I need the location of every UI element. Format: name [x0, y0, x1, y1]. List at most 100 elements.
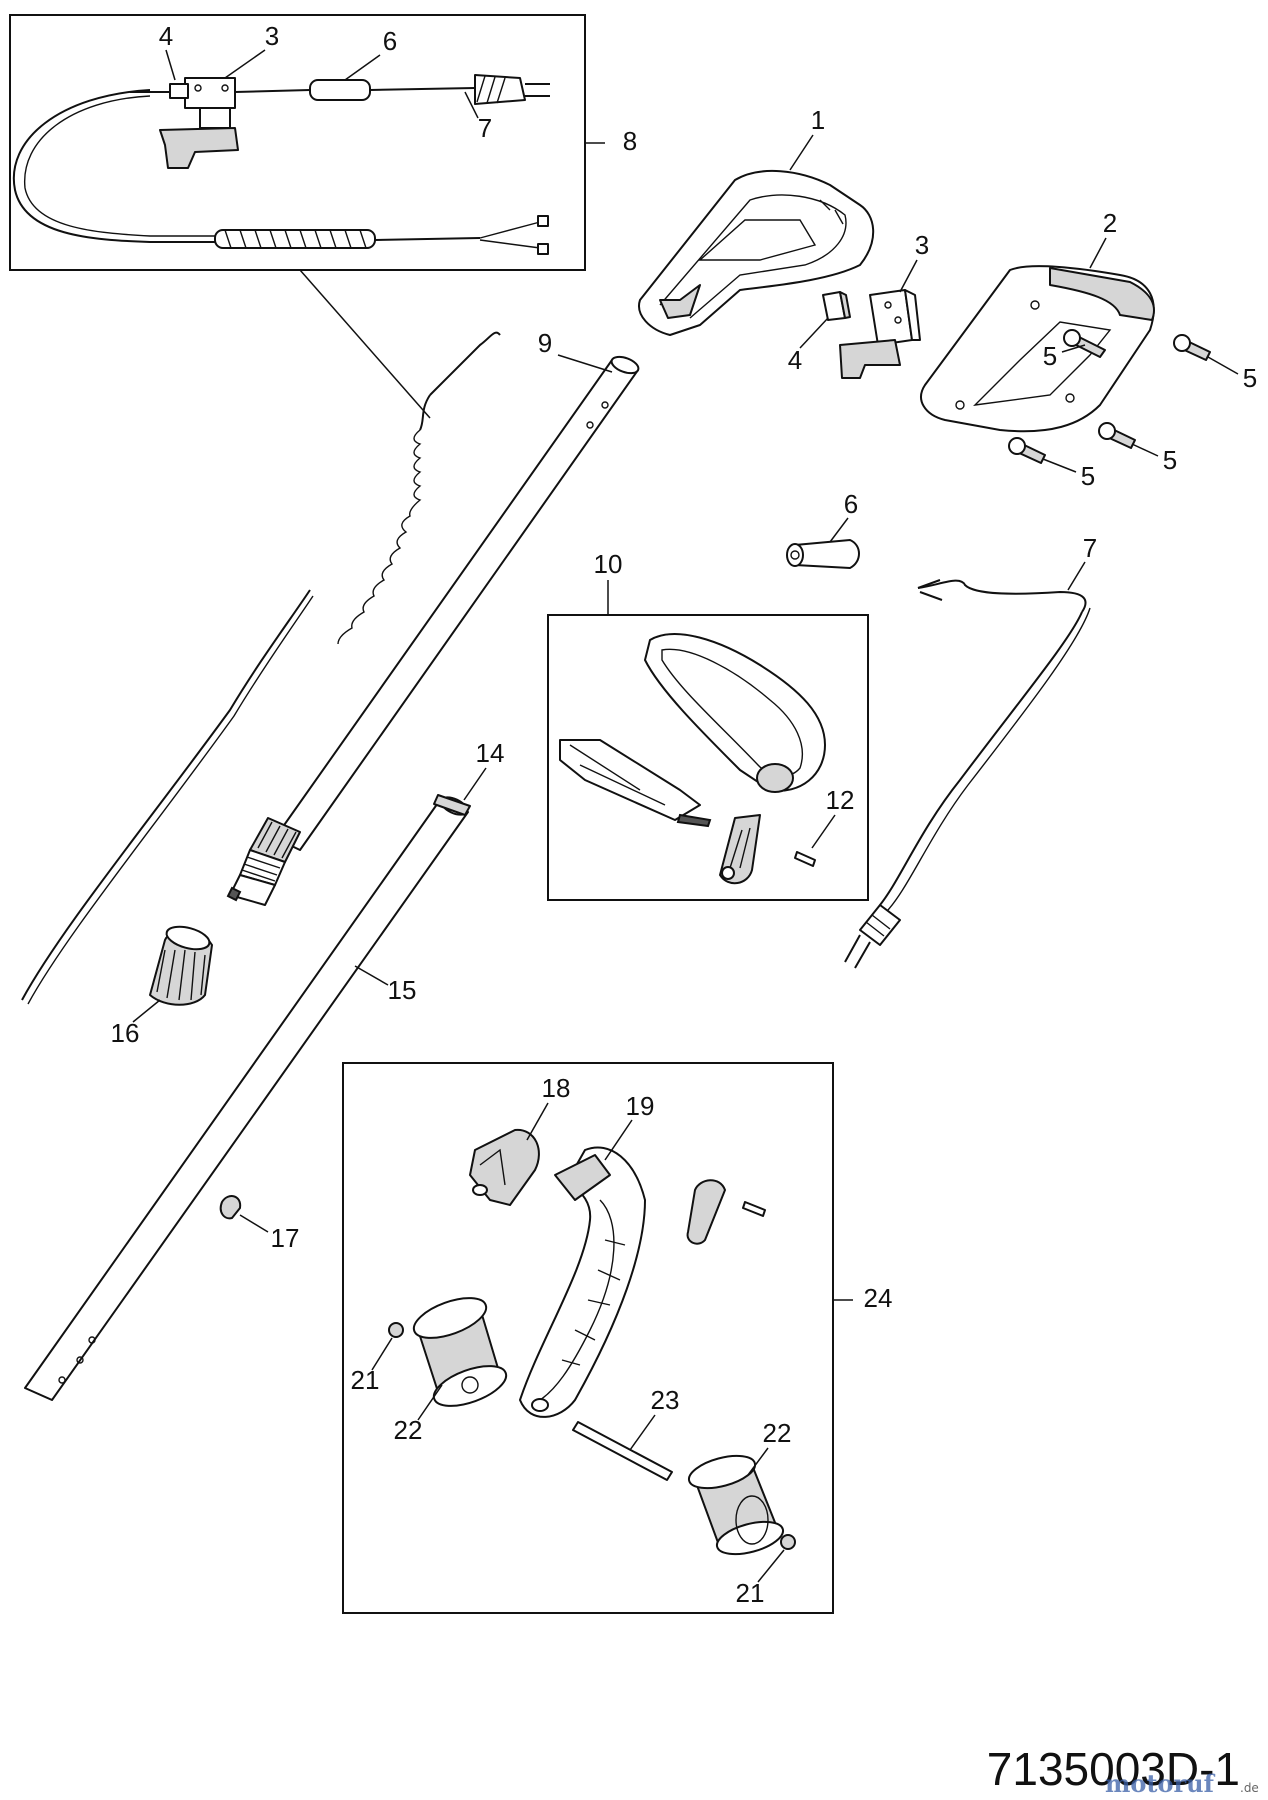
label-7: 7: [1083, 533, 1097, 563]
guard-pin: [742, 1201, 766, 1217]
shaft-coupling-9: [226, 817, 301, 906]
watermark-suffix: .de: [1240, 1781, 1259, 1795]
screw-5b: [1173, 334, 1211, 361]
leader-18: [526, 1102, 549, 1141]
leader-16: [132, 999, 161, 1023]
loop-cable-inner-8: [24, 95, 215, 237]
label-19: 19: [626, 1091, 655, 1121]
watermark-logo: motoruf .de: [1105, 1769, 1259, 1798]
part-22-wheel-right: [687, 1454, 785, 1556]
guard-kit-group-24: 24 18 19 21 22 23: [342, 1062, 893, 1614]
part-18-clamp: [469, 1128, 540, 1206]
part-5-screws: 5 5 5 5: [1008, 329, 1257, 491]
label-4-inset: 4: [159, 21, 173, 51]
loop-cable-8: [12, 89, 215, 243]
trigger-inset: [159, 127, 239, 169]
handle-bar-10: [559, 739, 701, 821]
part-23-axle: [572, 1421, 673, 1481]
terminal-top-8: [537, 215, 549, 227]
screw-5a: [1063, 329, 1106, 358]
leader-6-inset: [344, 54, 381, 81]
label-17: 17: [271, 1223, 300, 1253]
part-9-upper-shaft: 9: [226, 328, 640, 906]
watermark-brand: motoruf: [1105, 1769, 1216, 1798]
plug-pins-inset: [525, 83, 550, 97]
label-16: 16: [111, 1018, 140, 1048]
label-9: 9: [538, 328, 552, 358]
leader-5d: [1042, 458, 1077, 473]
handle-grip-10: [644, 633, 826, 792]
leader-8-to-wire: [299, 269, 431, 419]
cable-end-8: [374, 237, 481, 241]
leader-23: [629, 1414, 656, 1451]
label-5c: 5: [1163, 445, 1177, 475]
group-box-24: [342, 1062, 834, 1614]
label-2: 2: [1103, 208, 1117, 238]
label-21a: 21: [351, 1365, 380, 1395]
label-10: 10: [594, 549, 623, 579]
leader-12: [811, 814, 836, 849]
label-5a: 5: [1043, 341, 1057, 371]
leader-22a: [417, 1384, 443, 1421]
label-14: 14: [476, 738, 505, 768]
leader-2: [1089, 237, 1107, 269]
leader-7: [1067, 561, 1086, 591]
switch-inset-3: [184, 77, 236, 109]
handle-kit-group-10: 10 12: [547, 549, 869, 901]
pin-12: [794, 851, 816, 867]
wire-ends-8: [479, 221, 541, 249]
leader-15: [354, 965, 389, 986]
leader-21b: [757, 1549, 785, 1583]
leader-7-inset: [464, 91, 479, 119]
label-21b: 21: [736, 1578, 765, 1608]
leader-4-inset: [165, 49, 176, 81]
label-24: 24: [864, 1283, 893, 1313]
leader-21a: [371, 1337, 393, 1371]
leader-4: [799, 317, 829, 349]
leader-14: [463, 767, 487, 801]
coiled-wire: [21, 331, 501, 1005]
leader-5a: [1061, 344, 1086, 353]
label-23: 23: [651, 1385, 680, 1415]
label-7-inset: 7: [478, 113, 492, 143]
label-6: 6: [844, 489, 858, 519]
leader-22b: [747, 1447, 769, 1476]
label-18: 18: [542, 1073, 571, 1103]
leader-5b: [1207, 356, 1239, 375]
leader-9: [557, 354, 613, 373]
label-6-inset: 6: [383, 26, 397, 56]
label-3: 3: [915, 230, 929, 260]
label-4: 4: [788, 345, 802, 375]
guard-latch: [686, 1179, 726, 1245]
label-12: 12: [826, 785, 855, 815]
plug-7: [844, 904, 901, 969]
part-21-nut-right: [780, 1534, 796, 1550]
leader-5c: [1131, 443, 1159, 457]
drawing-code: 7135003D-1: [987, 1743, 1240, 1795]
part-2-handle-cover: 2: [920, 208, 1155, 433]
terminal-bottom-8: [537, 243, 549, 255]
leader-3: [899, 259, 918, 293]
part-22-wheel-left: [412, 1297, 508, 1407]
label-5b: 5: [1243, 363, 1257, 393]
label-22a: 22: [394, 1415, 423, 1445]
cord-assembly-group-8: 4 3 6 7 8: [9, 14, 637, 419]
leader-17: [239, 1214, 269, 1233]
coil-spring-8: [214, 229, 376, 249]
plug-inset: [474, 74, 526, 105]
part-6-cord-sleeve: 6: [786, 489, 860, 569]
part-17-clip: 17: [219, 1195, 300, 1253]
label-15: 15: [388, 975, 417, 1005]
leader-19: [604, 1119, 633, 1161]
leader-1: [789, 134, 814, 171]
part-14-end-cap: 14: [433, 738, 505, 816]
part-1-handle-half: 1: [638, 105, 875, 336]
label-1: 1: [811, 105, 825, 135]
part-7-power-cord: 7: [844, 533, 1097, 969]
sleeve-inset-6: [309, 79, 371, 101]
screw-5c: [1098, 422, 1136, 449]
screw-5d: [1008, 437, 1046, 464]
part-4-capacitor: 4: [788, 291, 851, 375]
label-3-inset: 3: [265, 21, 279, 51]
